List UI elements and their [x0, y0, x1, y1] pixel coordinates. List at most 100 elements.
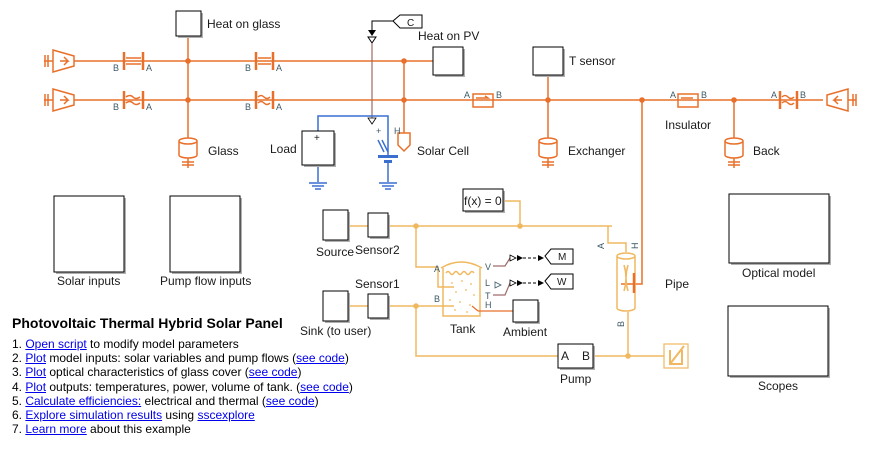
svg-text:A: A [464, 90, 470, 100]
step-text: electrical and thermal ( [141, 393, 266, 408]
back-thermal-mass[interactable]: Back [724, 137, 781, 168]
svg-text:Scopes: Scopes [758, 379, 798, 393]
svg-text:A: A [276, 102, 282, 112]
tank-block[interactable]: A B V L T H Tank [434, 261, 492, 336]
step-link[interactable]: Explore simulation results [25, 408, 163, 423]
svg-text:Heat on glass: Heat on glass [207, 17, 280, 31]
svg-text:A: A [146, 63, 152, 73]
svg-text:M: M [558, 252, 566, 263]
t-sensor-block[interactable]: T sensor [532, 46, 615, 77]
step-link[interactable]: Plot [25, 365, 47, 380]
svg-text:A: A [276, 63, 282, 73]
svg-text:B: B [434, 294, 440, 304]
pump-flow-inputs-block[interactable]: Pump flow inputs [160, 195, 251, 288]
svg-text:Sensor2: Sensor2 [355, 243, 400, 257]
optical-model-block[interactable]: Optical model [728, 193, 831, 280]
goto-tag-c[interactable]: C [367, 14, 423, 44]
model-title: Photovoltaic Thermal Hybrid Solar Panel [12, 315, 283, 331]
svg-text:A: A [596, 243, 606, 249]
left-temp-source-top[interactable] [44, 49, 75, 73]
svg-text:H: H [485, 300, 492, 310]
step-link[interactable]: Open script [25, 337, 87, 351]
svg-text:A: A [561, 349, 569, 363]
svg-text:B: B [800, 90, 806, 100]
load-block[interactable]: + Load [270, 130, 336, 167]
tank-signal-outputs [493, 254, 544, 296]
step-text: ) [348, 379, 353, 394]
step-link[interactable]: see code [248, 365, 298, 380]
step-link[interactable]: sscexplore [197, 408, 255, 423]
pipe-block[interactable]: A H B Pipe [596, 243, 689, 328]
scopes-block[interactable]: Scopes [727, 305, 830, 393]
step-number: 1. [12, 337, 26, 351]
step-number: 3. [12, 365, 26, 380]
heat-on-glass-block[interactable]: Heat on glass [175, 10, 280, 38]
step-link[interactable]: Plot [25, 351, 47, 366]
svg-text:+: + [314, 133, 320, 144]
sensor1-block[interactable]: Sensor1 [355, 277, 400, 320]
step-list: 1. Open script to modify model parameter… [12, 337, 353, 436]
svg-text:B: B [496, 90, 502, 100]
sensor2-block[interactable]: Sensor2 [355, 212, 400, 257]
source-block[interactable]: Source [316, 209, 354, 259]
left-temp-source-bottom[interactable] [44, 88, 75, 112]
svg-text:Exchanger: Exchanger [568, 144, 625, 158]
sink-block[interactable]: Sink (to user) [300, 290, 371, 338]
svg-text:H: H [394, 126, 401, 136]
step-link[interactable]: Plot [25, 379, 47, 394]
svg-text:Insulator: Insulator [665, 118, 711, 132]
solver-config-block[interactable]: f(x) = 0 [462, 188, 505, 213]
step-link[interactable]: see code [300, 379, 349, 394]
step-link[interactable]: Calculate efficiencies: [25, 393, 142, 408]
goto-tag-w[interactable]: W [544, 273, 574, 290]
right-temp-source[interactable] [826, 88, 857, 112]
step-text: ) [297, 365, 302, 380]
svg-text:+: + [376, 126, 381, 136]
svg-text:Pipe: Pipe [665, 277, 689, 291]
svg-text:Tank: Tank [450, 322, 476, 336]
step-text: optical characteristics of glass cover ( [46, 365, 249, 380]
step-text: about this example [86, 422, 191, 437]
step-item: 2. Plot model inputs: solar variables an… [12, 351, 353, 365]
step-item: 4. Plot outputs: temperatures, power, vo… [12, 380, 353, 394]
step-text: outputs: temperatures, power, volume of … [46, 379, 301, 394]
goto-tag-m[interactable]: M [544, 248, 574, 265]
step-number: 5. [12, 393, 26, 408]
svg-text:Solar Cell: Solar Cell [417, 144, 469, 158]
step-link[interactable]: see code [296, 351, 345, 366]
reservoir-block[interactable] [663, 343, 689, 369]
exchanger-thermal-mass[interactable]: Exchanger [538, 137, 625, 168]
step-item: 5. Calculate efficiencies: electrical an… [12, 394, 353, 408]
svg-text:B: B [616, 321, 626, 327]
step-item: 7. Learn more about this example [12, 422, 353, 436]
svg-text:Optical model: Optical model [742, 266, 815, 280]
ambient-block[interactable]: Ambient [503, 299, 548, 339]
step-link[interactable]: Learn more [25, 422, 87, 437]
svg-text:C: C [407, 18, 414, 29]
svg-text:Solar inputs: Solar inputs [57, 274, 120, 288]
step-text: ) [314, 393, 319, 408]
pump-block[interactable]: A B Pump [557, 343, 595, 386]
step-link[interactable]: see code [265, 393, 315, 408]
heat-on-pv-block[interactable]: Heat on PV [418, 29, 479, 77]
svg-text:Sensor1: Sensor1 [355, 277, 400, 291]
electrical-wires [309, 115, 397, 190]
svg-text:T sensor: T sensor [569, 54, 615, 68]
solar-cell-block[interactable]: + H Solar Cell [367, 117, 469, 163]
glass-thermal-mass[interactable]: Glass [178, 137, 239, 168]
svg-text:H: H [630, 243, 640, 250]
step-item: 3. Plot optical characteristics of glass… [12, 365, 353, 379]
svg-text:B: B [245, 102, 251, 112]
svg-text:B: B [582, 349, 590, 363]
svg-text:Sink (to user): Sink (to user) [300, 324, 371, 338]
svg-text:B: B [701, 90, 707, 100]
solar-inputs-block[interactable]: Solar inputs [53, 195, 126, 288]
svg-text:T: T [485, 291, 491, 301]
